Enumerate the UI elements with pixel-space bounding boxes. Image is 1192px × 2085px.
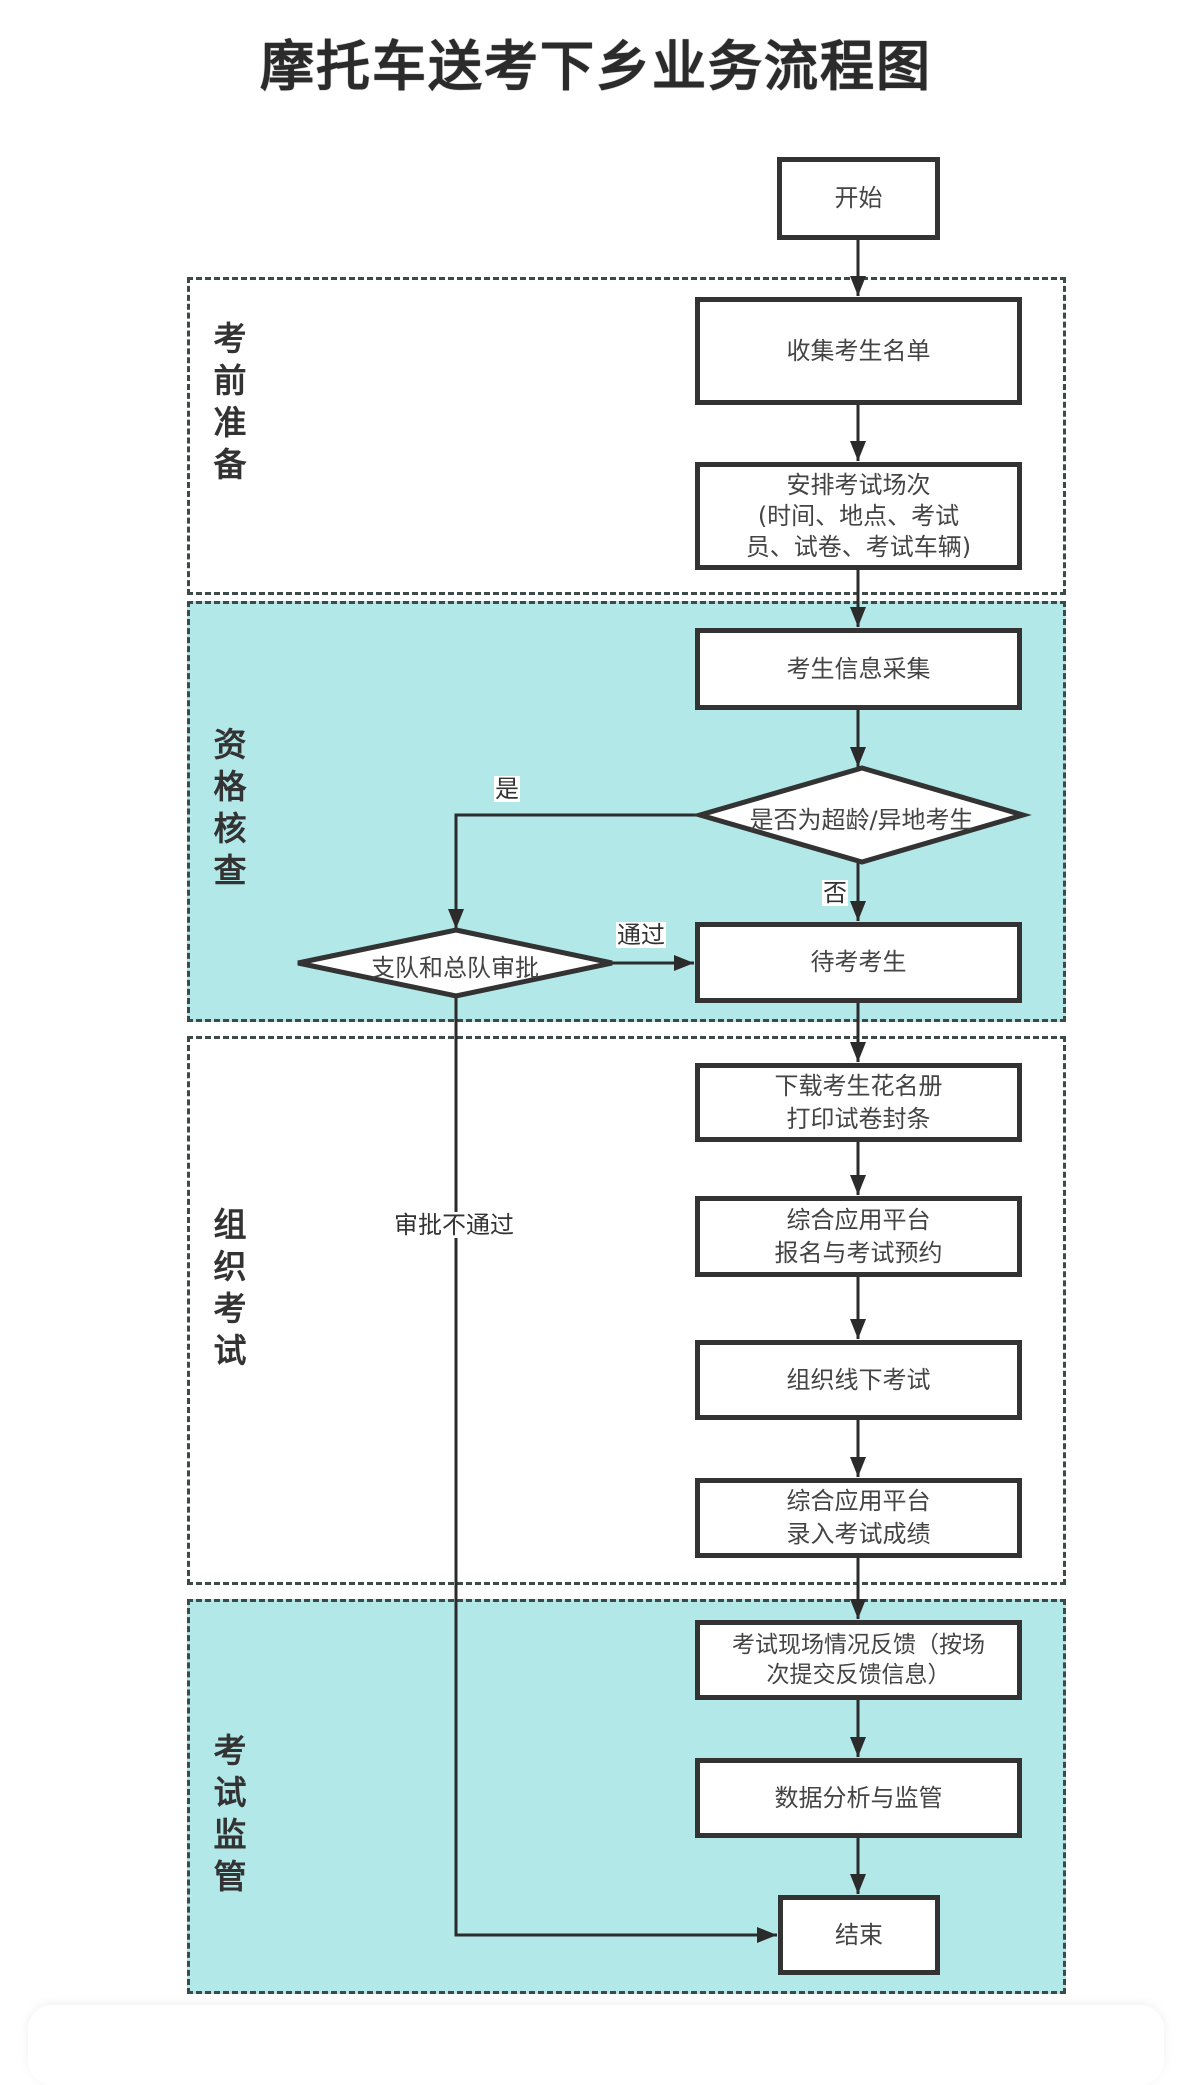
section-label-pre-exam: 考 前 准 备 (213, 319, 247, 484)
node-waiting: 待考考生 (695, 922, 1022, 1003)
node-platform-register: 综合应用平台 报名与考试预约 (695, 1196, 1022, 1277)
node-start: 开始 (777, 157, 940, 240)
section-label-organize-exam: 组 织 考 试 (213, 1205, 247, 1370)
decision-age-text: 是否为超龄/异地考生 (749, 806, 974, 834)
decision-approve-shape (297, 927, 613, 999)
edge-label-reject: 审批不通过 (393, 1211, 515, 1239)
node-platform-score: 综合应用平台 录入考试成绩 (695, 1478, 1022, 1558)
node-download-roster: 下载考生花名册 打印试卷封条 (695, 1063, 1022, 1142)
node-end: 结束 (778, 1895, 940, 1975)
edge-reject-end (454, 996, 777, 1943)
edge-decision-yes (448, 813, 700, 929)
node-info-collect: 考生信息采集 (695, 628, 1022, 710)
node-analysis: 数据分析与监管 (695, 1758, 1022, 1838)
decision-age-shape (691, 765, 1032, 865)
node-feedback: 考试现场情况反馈（按场 次提交反馈信息） (695, 1620, 1022, 1700)
edge-label-yes: 是 (494, 775, 520, 803)
edge-label-no: 否 (822, 879, 848, 907)
bottom-card (28, 2005, 1164, 2085)
diagram-title: 摩托车送考下乡业务流程图 (260, 35, 932, 98)
edge-label-pass: 通过 (616, 921, 666, 949)
section-label-supervision: 考 试 监 管 (213, 1731, 247, 1896)
node-offline-exam: 组织线下考试 (695, 1340, 1022, 1420)
decision-approve-text: 支队和总队审批 (371, 954, 539, 982)
node-arrange-sessions: 安排考试场次 (时间、地点、考试 员、试卷、考试车辆) (695, 462, 1022, 570)
section-label-qualification: 资 格 核 查 (213, 725, 247, 890)
node-collect-list: 收集考生名单 (695, 297, 1022, 405)
